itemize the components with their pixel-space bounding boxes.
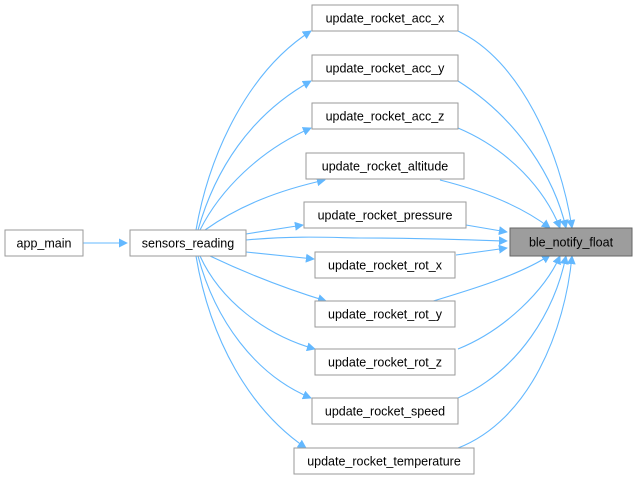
edge-sensors-reading-to-update-rocket-rot-y [209, 255, 327, 303]
node-update-rocket-pressure[interactable]: update_rocket_pressure [303, 201, 467, 229]
edge-update-rocket-altitude-to-ble-notify-float [439, 179, 551, 229]
node-update-rocket-acc-y[interactable]: update_rocket_acc_y [311, 54, 459, 82]
edge-update-rocket-acc-z-to-ble-notify-float [457, 127, 562, 229]
node-label: update_rocket_temperature [307, 455, 461, 469]
node-label: update_rocket_altitude [322, 160, 449, 174]
node-update-rocket-speed[interactable]: update_rocket_speed [311, 397, 459, 425]
edge-sensors-reading-to-update-rocket-temperature [195, 255, 307, 449]
edge-sensors-reading-to-update-rocket-acc-z [199, 127, 312, 231]
node-update-rocket-temperature[interactable]: update_rocket_temperature [293, 447, 475, 475]
node-label: update_rocket_acc_x [326, 12, 446, 26]
node-label: sensors_reading [142, 237, 234, 251]
edge-sensors-reading-to-update-rocket-pressure [245, 221, 304, 235]
node-update-rocket-acc-x[interactable]: update_rocket_acc_x [311, 4, 459, 32]
edge-sensors-reading-to-update-rocket-rot-z [199, 255, 316, 352]
node-label: update_rocket_rot_x [328, 259, 443, 273]
node-label: ble_notify_float [529, 236, 614, 250]
node-update-rocket-acc-z[interactable]: update_rocket_acc_z [311, 102, 459, 130]
edge-update-rocket-acc-y-to-ble-notify-float [457, 80, 569, 229]
edge-sensors-reading-to-ble-notify-float [245, 236, 508, 246]
node-update-rocket-altitude[interactable]: update_rocket_altitude [305, 152, 465, 180]
node-update-rocket-rot-y[interactable]: update_rocket_rot_y [314, 300, 456, 328]
node-label: update_rocket_acc_z [326, 110, 445, 124]
node-label: app_main [17, 237, 72, 251]
node-ble-notify-float[interactable]: ble_notify_float [509, 227, 633, 257]
edge-update-rocket-rot-z-to-ble-notify-float [457, 255, 561, 350]
node-label: update_rocket_speed [325, 405, 445, 419]
edge-update-rocket-rot-x-to-ble-notify-float [455, 244, 508, 256]
node-label: update_rocket_acc_y [326, 62, 446, 76]
node-label: update_rocket_pressure [318, 209, 453, 223]
node-label: update_rocket_rot_y [328, 308, 443, 322]
edge-sensors-reading-to-update-rocket-acc-y [197, 80, 312, 231]
edge-sensors-reading-to-update-rocket-altitude [204, 177, 326, 231]
edge-update-rocket-speed-to-ble-notify-float [457, 255, 569, 399]
node-sensors-reading[interactable]: sensors_reading [129, 229, 247, 257]
edge-sensors-reading-to-update-rocket-acc-x [195, 30, 312, 231]
edge-update-rocket-rot-y-to-ble-notify-float [429, 254, 551, 303]
edge-sensors-reading-to-update-rocket-speed [197, 255, 312, 400]
edge-sensors-reading-to-update-rocket-rot-x [245, 251, 315, 263]
node-update-rocket-rot-z[interactable]: update_rocket_rot_z [314, 348, 456, 376]
edge-update-rocket-temperature-to-ble-notify-float [457, 255, 576, 449]
node-layer: app_main sensors_reading update_rocket_a… [4, 4, 633, 475]
edge-update-rocket-acc-x-to-ble-notify-float [457, 30, 576, 229]
node-app-main[interactable]: app_main [4, 229, 84, 257]
edge-update-rocket-pressure-to-ble-notify-float [465, 224, 508, 236]
edge-layer [83, 30, 576, 449]
node-label: update_rocket_rot_z [328, 356, 442, 370]
node-update-rocket-rot-x[interactable]: update_rocket_rot_x [314, 251, 456, 279]
